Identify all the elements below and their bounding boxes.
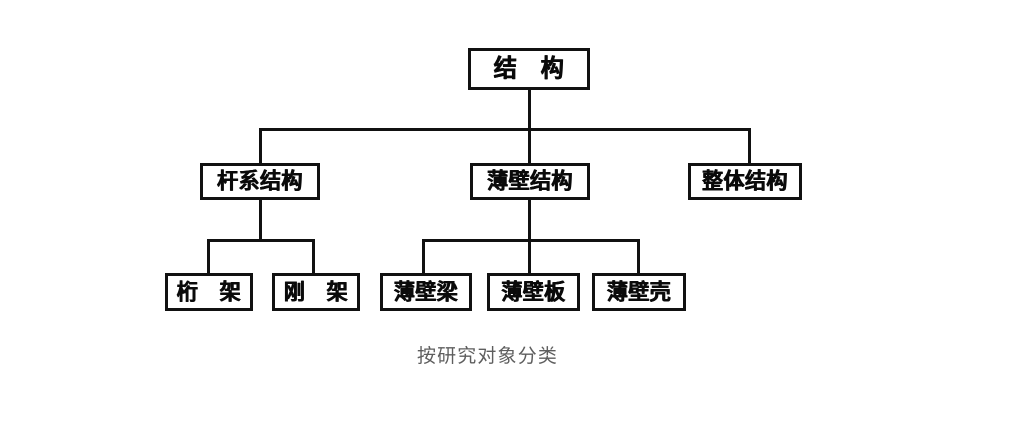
connector-drop-thin-wall-plate (528, 239, 531, 275)
connector-drop-rigid-frame (312, 239, 315, 275)
node-bar-system-structure: 杆系结构 (200, 163, 320, 200)
node-label: 薄壁结构 (487, 168, 573, 194)
connector-thin-wall-stem (528, 200, 531, 242)
connector-bar-system-stem (259, 200, 262, 242)
node-label: 桁 架 (176, 278, 242, 305)
figure-caption: 按研究对象分类 (417, 345, 558, 367)
node-thin-wall-beam: 薄壁梁 (380, 273, 472, 311)
connector-drop-thin-wall-beam (422, 239, 425, 275)
node-thin-wall-shell: 薄壁壳 (592, 273, 686, 311)
node-truss: 桁 架 (165, 273, 253, 311)
node-label: 薄壁壳 (606, 278, 672, 305)
connector-bar-system-bus (207, 239, 315, 242)
node-label: 整体结构 (702, 168, 788, 194)
connector-drop-thin-wall (528, 128, 531, 165)
connector-drop-truss (207, 239, 210, 275)
connector-level2-bus (259, 128, 751, 131)
node-rigid-frame: 刚 架 (272, 273, 360, 311)
node-label: 薄壁梁 (393, 278, 459, 305)
node-thin-wall-plate: 薄壁板 (487, 273, 580, 311)
node-root-structure: 结 构 (468, 48, 590, 90)
node-label: 杆系结构 (217, 168, 303, 194)
connector-drop-monolithic (748, 128, 751, 165)
node-monolithic-structure: 整体结构 (688, 163, 802, 200)
connector-drop-bar-system (259, 128, 262, 165)
node-label: 薄壁板 (501, 278, 566, 305)
node-label: 结 构 (493, 54, 565, 83)
node-label: 刚 架 (283, 278, 349, 305)
connector-thin-wall-bus (422, 239, 640, 242)
connector-drop-thin-wall-shell (637, 239, 640, 275)
connector-root-stem (528, 90, 531, 131)
node-thin-wall-structure: 薄壁结构 (470, 163, 590, 200)
